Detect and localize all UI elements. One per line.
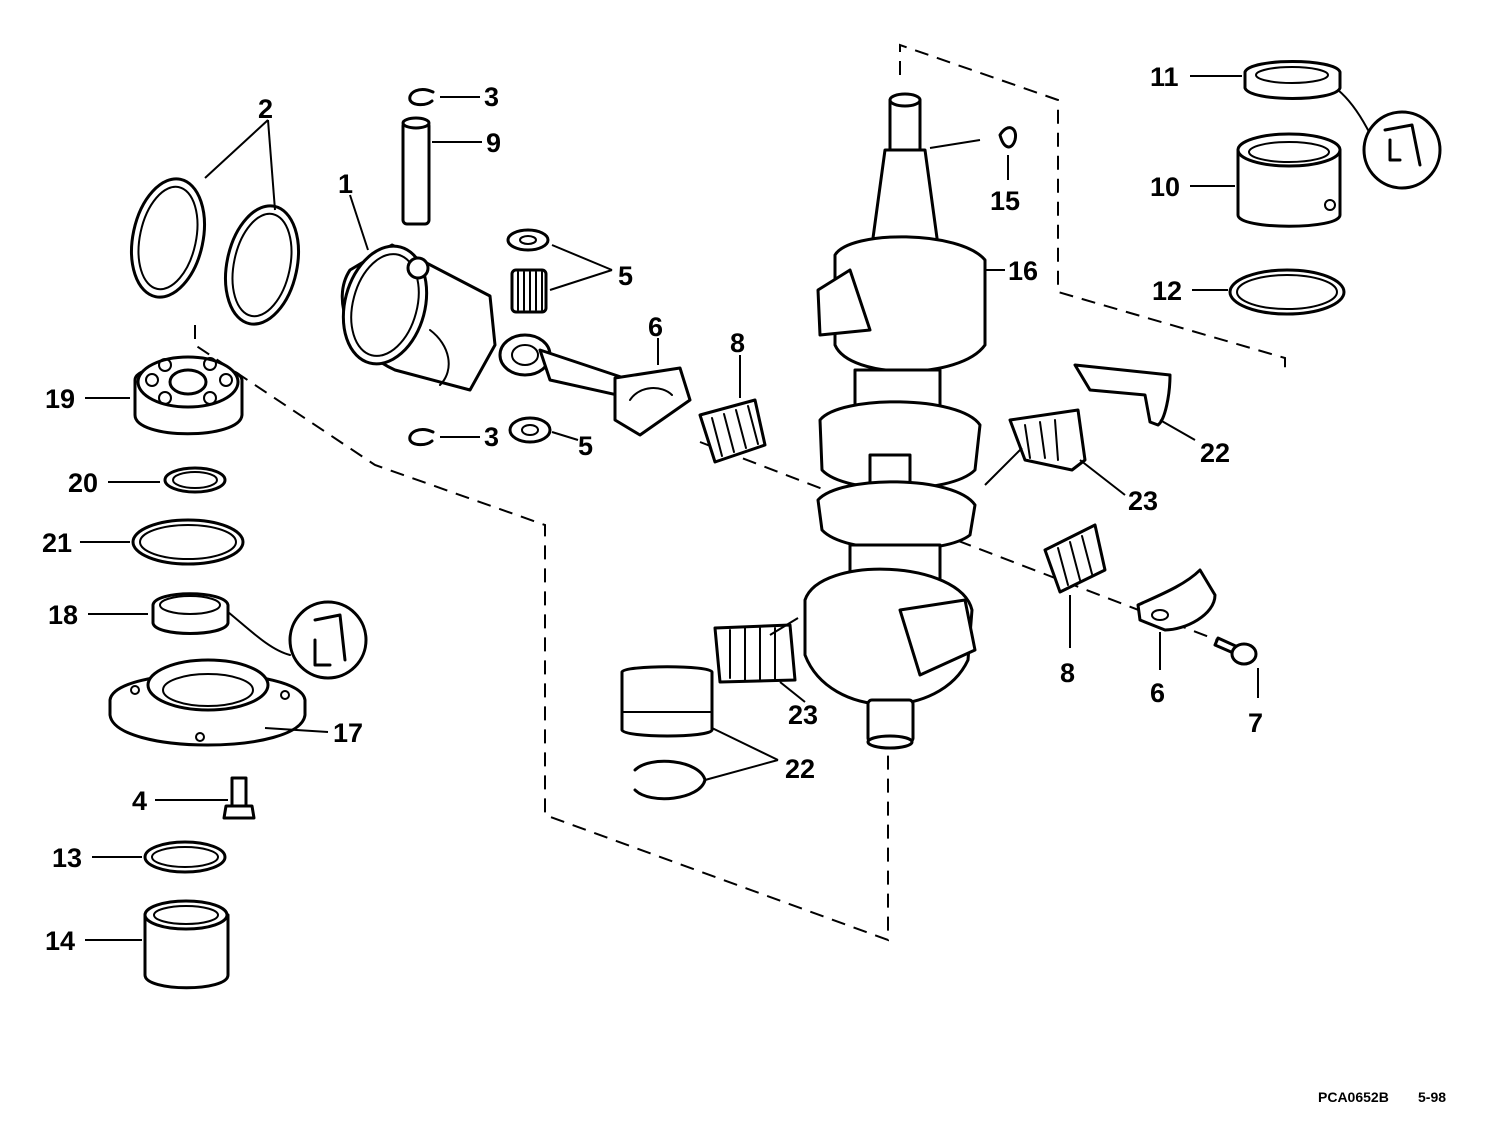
main-bearing-race-right	[1073, 363, 1172, 427]
callout-2: 2	[258, 94, 273, 124]
callout-3-top: 3	[484, 82, 499, 112]
leader-lines	[80, 75, 1259, 941]
lower-bushing	[143, 899, 230, 990]
upper-oil-seal	[1243, 60, 1342, 100]
callout-19: 21	[42, 528, 72, 558]
piston-rings	[130, 177, 300, 326]
callout-23-left: 23	[788, 700, 818, 730]
callout-18: 20	[68, 468, 98, 498]
lower-o-ring	[131, 518, 245, 566]
callout-6-right: 6	[1150, 678, 1165, 708]
callout-17: 19	[45, 384, 75, 414]
upper-o-ring	[1228, 268, 1346, 316]
callout-4: 4	[132, 786, 147, 816]
connecting-rod-cap	[1136, 568, 1217, 632]
rod-cap-screw	[1213, 636, 1258, 666]
callout-5-top: 5	[618, 261, 633, 291]
housing-screw	[222, 776, 256, 820]
lower-bearing-housing	[108, 658, 307, 747]
callout-8-right: 8	[1060, 658, 1075, 688]
callout-16: 14	[45, 926, 75, 956]
callout-20: 17	[333, 718, 363, 748]
lower-oil-seal	[151, 592, 230, 635]
callout-13: 15	[990, 186, 1020, 216]
rod-bearing-cage-upper	[698, 398, 767, 464]
callout-5-bottom: 5	[578, 431, 593, 461]
retaining-ring	[163, 466, 227, 494]
callout-15: 13	[52, 843, 82, 873]
callout-3-bottom: 3	[484, 422, 499, 452]
callout-8-left: 8	[730, 328, 745, 358]
piston-pin	[401, 116, 431, 226]
ball-bearing	[133, 355, 244, 436]
lower-seal-lip-detail	[227, 600, 368, 680]
piston	[340, 243, 497, 392]
main-bearing-cage-left	[713, 623, 797, 684]
rod-bearing-cage-lower	[1043, 523, 1107, 594]
main-bearing-cage-right	[1008, 408, 1087, 472]
callout-1: 1	[338, 169, 353, 199]
callout-21: 18	[48, 600, 78, 630]
connecting-rod	[498, 333, 692, 437]
crankshaft	[803, 92, 987, 750]
bottom-o-ring	[143, 840, 227, 874]
piston-pin-clips	[408, 88, 435, 447]
callout-22-left: 22	[785, 754, 815, 784]
callout-14: 16	[1008, 256, 1038, 286]
callout-11: 11	[1150, 62, 1179, 92]
woodruff-key	[998, 126, 1018, 149]
upper-main-bearing	[1236, 132, 1342, 228]
callout-12: 12	[1152, 276, 1182, 306]
callout-labels: 2 1 3 9 3 5 5 6 8 15 16 11 10 12 22 23 8…	[42, 62, 1263, 956]
seal-lip-detail	[1337, 89, 1442, 190]
callout-10: 10	[1150, 172, 1180, 202]
wrist-pin-bearing	[506, 228, 552, 444]
drawing-code: PCA0652B	[1318, 1089, 1389, 1105]
callout-22-right: 22	[1200, 438, 1230, 468]
date-code: 5-98	[1418, 1089, 1446, 1105]
main-bearing-race-left	[620, 665, 714, 801]
callout-23-right: 23	[1128, 486, 1158, 516]
callout-7: 7	[1248, 708, 1263, 738]
callout-9: 9	[486, 128, 501, 158]
callout-6-left: 6	[648, 312, 663, 342]
